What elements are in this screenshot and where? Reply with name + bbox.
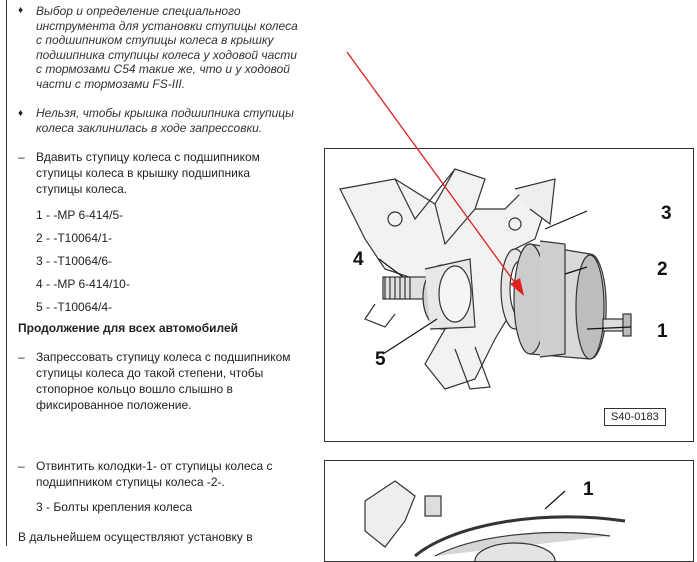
- step-dash: –: [18, 150, 25, 164]
- note-1-line: части с тормозами FS-III.: [36, 76, 186, 91]
- left-margin-rule: [6, 0, 7, 546]
- section-heading: Продолжение для всех автомобилей: [18, 321, 239, 335]
- tool-item: 4 - -MP 6-414/10-: [36, 277, 130, 291]
- note-2-line: Нельзя, чтобы крышка подшипника ступицы: [36, 106, 294, 120]
- callout-3: 3: [661, 203, 672, 224]
- callout-1: 1: [583, 479, 594, 500]
- callout-1: 1: [657, 321, 668, 342]
- figure-hub-press-drawing: 3 2 1 4 5: [339, 168, 672, 390]
- note-1-line: с подшипником ступицы колеса в крышку: [36, 33, 274, 47]
- note-1-line: с тормозами C54 такие же, что и у ходово…: [36, 62, 290, 76]
- note-1-line: инструмента для установки ступицы колеса: [36, 18, 298, 33]
- step-2-line: Запрессовать ступицу колеса с подшипнико…: [36, 350, 291, 364]
- figure-hub-press: 3 2 1 4 5 S40-0183: [324, 148, 694, 442]
- step-2-line: фиксированное положение.: [36, 398, 192, 412]
- note-1: Выбор и определение специального инструм…: [36, 4, 326, 91]
- note-bullet: ♦: [18, 108, 24, 119]
- step-2: Запрессовать ступицу колеса с подшипнико…: [36, 349, 326, 413]
- callout-4: 4: [353, 249, 364, 270]
- step-dash: –: [18, 459, 25, 473]
- note-2-line: колеса заклинилась в ходе запрессовки.: [36, 120, 263, 135]
- step-2-line: ступицы колеса до такой степени, чтобы: [36, 366, 264, 380]
- tool-item: 1 - -MP 6-414/5-: [36, 208, 124, 222]
- step-1-line: Вдавить ступицу колеса с подшипником: [36, 150, 260, 164]
- indicator-arrow-overlay: [346, 51, 524, 296]
- note-2: Нельзя, чтобы крышка подшипника ступицы …: [36, 106, 326, 135]
- note-1-line: Выбор и определение специального: [36, 4, 241, 18]
- tool-item: 5 - -T10064/4-: [36, 300, 113, 314]
- callout-5: 5: [375, 349, 386, 370]
- tool-item: 2 - -T10064/1-: [36, 231, 113, 245]
- step-3: Отвинтить колодки-1- от ступицы колеса с…: [36, 458, 326, 490]
- figure-code: S40-0183: [604, 408, 666, 426]
- note-bolts: 3 - Болты крепления колеса: [36, 500, 193, 514]
- note-1-line: подшипника ступицы колеса у ходовой част…: [36, 47, 297, 62]
- note-bullet: ♦: [18, 5, 24, 16]
- step-1: Вдавить ступицу колеса с подшипником сту…: [36, 149, 326, 197]
- step-3-line: подшипником ступицы колеса -2-.: [36, 475, 225, 489]
- step-1-line: ступицы колеса.: [36, 182, 128, 196]
- callout-2: 2: [657, 259, 668, 280]
- step-2-line: стопорное кольцо вошло слышно в: [36, 382, 233, 396]
- tool-item: 3 - -T10064/6-: [36, 254, 113, 268]
- step-3-line: Отвинтить колодки-1- от ступицы колеса с: [36, 459, 273, 473]
- step-1-line: ступицы колеса в крышку подшипника: [36, 166, 251, 180]
- continuation-line: В дальнейшем осуществляют установку в: [18, 530, 253, 544]
- step-dash: –: [18, 350, 25, 364]
- red-arrow-icon: [346, 51, 524, 296]
